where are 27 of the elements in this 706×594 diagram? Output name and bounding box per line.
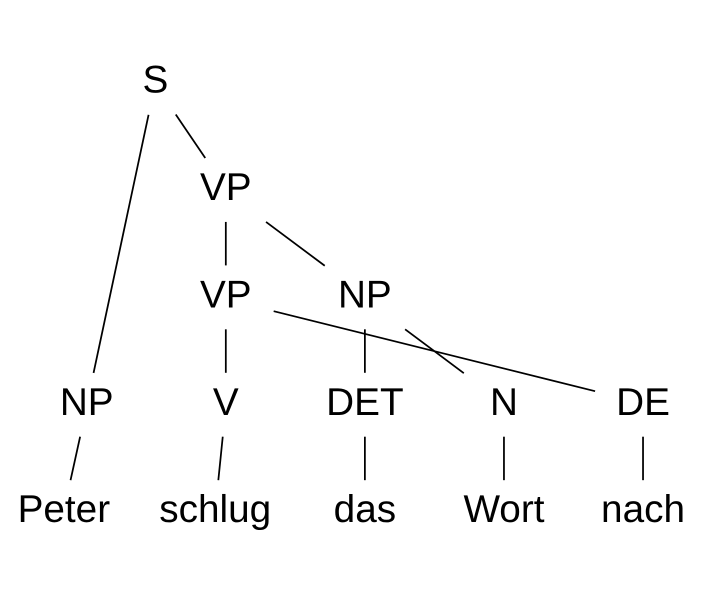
- node-text: Peter: [18, 488, 110, 531]
- node-text: S: [142, 58, 168, 102]
- node-text: DE: [616, 380, 670, 424]
- node-text: N: [490, 380, 518, 424]
- connector: [92, 114, 150, 373]
- node-text: NP: [338, 272, 392, 316]
- connector: [364, 436, 366, 480]
- connector: [273, 310, 596, 392]
- node-text: das: [334, 488, 396, 531]
- node-text: V: [212, 380, 239, 424]
- connector: [175, 114, 206, 158]
- connector: [642, 436, 644, 480]
- connector: [217, 436, 224, 480]
- node-text: NP: [60, 380, 114, 424]
- node-text: schlug: [159, 488, 272, 531]
- connector: [364, 328, 366, 372]
- node-text: VP: [200, 272, 252, 316]
- node-text: DET: [326, 380, 404, 424]
- connector: [70, 436, 81, 480]
- node-text: nach: [601, 488, 686, 531]
- connector: [266, 220, 326, 266]
- connector: [224, 221, 227, 265]
- connector: [503, 436, 505, 480]
- node-text: Wort: [463, 488, 544, 531]
- connector: [224, 328, 227, 372]
- node-text: VP: [200, 165, 252, 208]
- connector: [404, 328, 464, 374]
